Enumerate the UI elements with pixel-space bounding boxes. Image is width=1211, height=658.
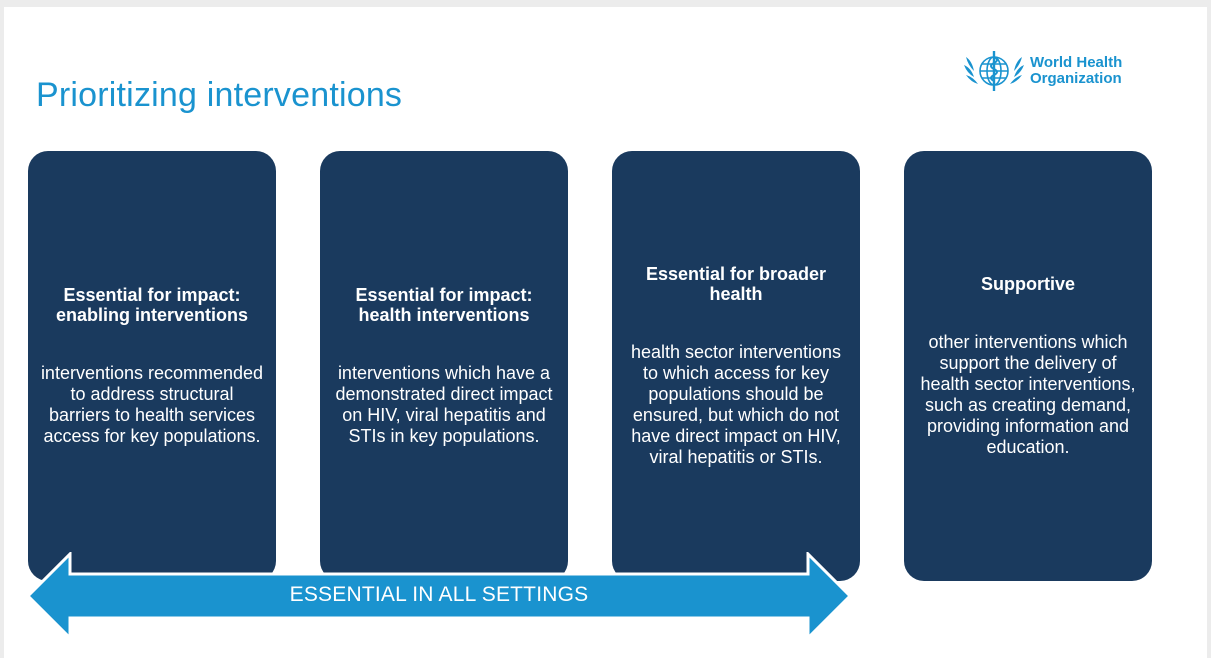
who-logo-line1: World Health <box>1030 54 1123 71</box>
card-heading: Essential for broader health <box>645 264 827 304</box>
card-health-interventions: Essential for impact: health interventio… <box>320 151 568 581</box>
card-body: interventions which have a demonstrated … <box>335 363 553 446</box>
slide-title: Prioritizing interventions <box>36 76 403 114</box>
card-enabling-interventions: Essential for impact: enabling intervent… <box>28 151 276 581</box>
who-emblem-icon <box>964 51 1024 91</box>
card-heading: Supportive <box>980 274 1075 294</box>
card-broader-health: Essential for broader health health sect… <box>612 151 860 581</box>
double-arrow-icon <box>28 552 850 640</box>
who-logo: World Health Organization <box>962 44 1152 98</box>
arrow-label: ESSENTIAL IN ALL SETTINGS <box>289 583 589 606</box>
card-body: other interventions which support the de… <box>920 332 1136 457</box>
who-logo-line2: Organization <box>1030 70 1122 87</box>
card-heading: Essential for impact: health interventio… <box>355 285 533 325</box>
card-supportive: Supportive other interventions which sup… <box>904 151 1152 581</box>
card-body: interventions recommended to address str… <box>40 363 264 446</box>
card-body: health sector interventions to which acc… <box>630 342 842 467</box>
who-logo-text: World Health Organization <box>1030 55 1122 87</box>
card-heading: Essential for impact: enabling intervent… <box>55 285 249 325</box>
